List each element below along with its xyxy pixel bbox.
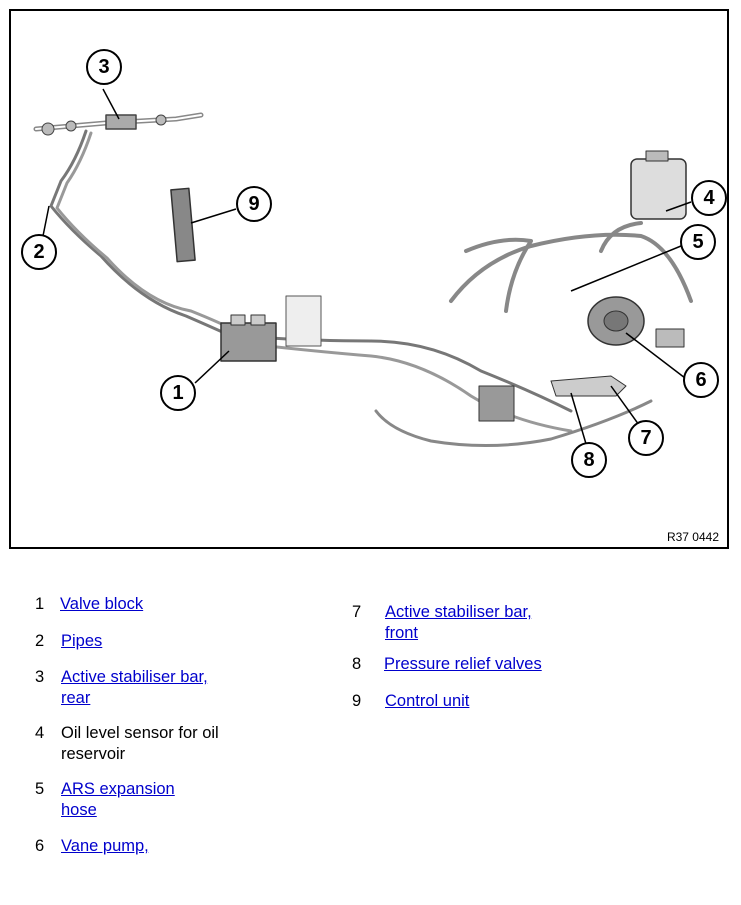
- diagram-figure: 3 2 9 1 4 5 6 7 8 R37 0442: [9, 9, 729, 549]
- callout-4: 4: [691, 180, 727, 216]
- legend-link-vane-pump[interactable]: Vane pump,: [61, 837, 149, 855]
- legend-number: 4: [35, 724, 45, 742]
- legend-item-4: 4 Oil level sensor for oil reservoir: [35, 723, 295, 767]
- legend-link-active-stabiliser-bar-front[interactable]: Active stabiliser bar, front: [385, 603, 532, 642]
- legend-item-2: 2 Pipes: [35, 631, 295, 653]
- callout-1: 1: [160, 375, 196, 411]
- legend-text-oil-level-sensor: Oil level sensor for oil reservoir: [61, 724, 219, 763]
- legend-item-3: 3 Active stabiliser bar, rear: [35, 667, 295, 711]
- valve-block-drawing: [220, 295, 322, 362]
- legend-link-ars-expansion-hose[interactable]: ARS expansion hose: [61, 780, 175, 819]
- pipes-drawing: [49, 129, 653, 448]
- oil-reservoir-drawing: [630, 150, 687, 220]
- control-unit-drawing: [170, 187, 196, 263]
- legend-link-active-stabiliser-bar-rear[interactable]: Active stabiliser bar, rear: [61, 668, 208, 707]
- legend-number: 8: [352, 655, 362, 673]
- legend-item-9: 9 Control unit: [352, 691, 612, 713]
- expansion-hose-drawing: [449, 221, 693, 313]
- legend-number: 3: [35, 668, 45, 686]
- legend-link-pipes[interactable]: Pipes: [61, 632, 103, 650]
- legend-item-8: 8 Pressure relief valves: [352, 654, 612, 676]
- legend-item-5: 5 ARS expansion hose: [35, 779, 295, 823]
- legend-link-valve-block[interactable]: Valve block: [60, 595, 144, 613]
- legend-number: 5: [35, 780, 45, 798]
- legend-item-6: 6 Vane pump,: [35, 836, 295, 858]
- legend-item-7: 7 Active stabiliser bar, front: [352, 602, 612, 646]
- callout-8: 8: [571, 442, 607, 478]
- legend-number: 1: [35, 595, 45, 613]
- legend-link-control-unit[interactable]: Control unit: [385, 692, 470, 710]
- legend-number: 7: [352, 603, 362, 621]
- callout-5: 5: [680, 224, 716, 260]
- callout-9: 9: [236, 186, 272, 222]
- figure-id-label: R37 0442: [666, 530, 719, 544]
- callout-7: 7: [628, 420, 664, 456]
- legend-number: 9: [352, 692, 362, 710]
- callout-2: 2: [21, 234, 57, 270]
- callout-3: 3: [86, 49, 122, 85]
- legend-number: 6: [35, 837, 45, 855]
- front-stabiliser-bar-drawing: [478, 375, 627, 422]
- rear-stabiliser-bar-drawing: [33, 112, 204, 136]
- callout-6: 6: [683, 362, 719, 398]
- legend-item-1: 1 Valve block: [35, 594, 295, 616]
- legend-link-pressure-relief-valves[interactable]: Pressure relief valves: [384, 655, 542, 673]
- legend-number: 2: [35, 632, 45, 650]
- vane-pump-drawing: [587, 296, 685, 348]
- hydraulic-system-drawing: [33, 88, 693, 455]
